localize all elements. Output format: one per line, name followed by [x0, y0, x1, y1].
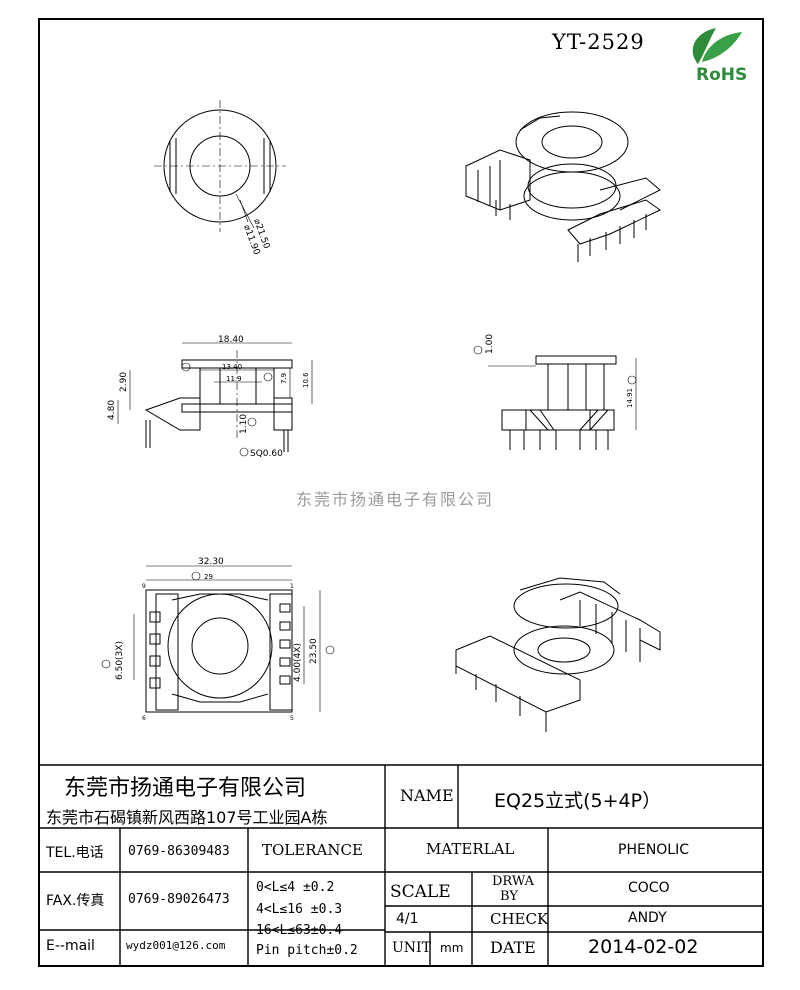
fax-label: FAX.传真: [46, 893, 105, 909]
pin-label-9: 9: [142, 583, 146, 590]
dim-bottom-height-2350: 23.50: [309, 638, 319, 664]
tolerance-line-4: Pin pitch±0.2: [256, 943, 358, 958]
tolerance-line-2: 4<L≤16 ±0.3: [256, 902, 343, 917]
dim-side-height-1491: 14.91: [626, 388, 634, 408]
name-label: NAME: [400, 786, 454, 805]
dim-front-pin-sq: SQ0.60: [250, 449, 283, 459]
unit-label: UNIT: [392, 940, 431, 956]
dim-bottom-width-overall: 32.30: [198, 557, 224, 567]
dim-front-width-overall: 18.40: [218, 335, 244, 345]
email-label: E--mail: [46, 938, 95, 954]
rohs-logo: RoHS: [692, 28, 747, 84]
isometric-view-top: [465, 111, 661, 262]
dim-front-left-290: 2.90: [119, 372, 129, 392]
pin-label-5: 5: [290, 715, 294, 722]
fax-value: 0769-89026473: [128, 892, 230, 907]
title-block-grid: [38, 764, 764, 967]
dim-side-top-100: 1.00: [485, 334, 495, 354]
material-value: PHENOLIC: [618, 842, 690, 858]
tel-label: TEL.电话: [46, 845, 104, 861]
dim-bottom-pitch-29: 29: [204, 573, 213, 581]
watermark: 东莞市扬通电子有限公司: [296, 490, 495, 509]
top-view: [154, 100, 286, 232]
tolerance-label: TOLERANCE: [262, 841, 363, 859]
scale-label: SCALE: [390, 882, 451, 902]
rohs-logo-text: RoHS: [696, 65, 747, 84]
dim-front-width-core: 11.9: [226, 375, 242, 383]
dim-bottom-pitch-400: 4.00(4X): [293, 643, 303, 682]
date-value: 2014-02-02: [588, 936, 699, 958]
pin-label-6: 6: [142, 715, 146, 722]
dim-front-left-480: 4.80: [107, 400, 117, 420]
front-view: [117, 342, 313, 457]
company-name: 东莞市扬通电子有限公司: [64, 776, 307, 801]
dim-front-height-106: 10.6: [302, 372, 310, 388]
side-view: [473, 345, 637, 450]
name-value: EQ25立式(5+4P）: [494, 790, 662, 812]
date-label: DATE: [490, 938, 536, 957]
tolerance-line-1: 0<L≤4 ±0.2: [256, 880, 335, 895]
drawing-frame: [38, 18, 764, 967]
email-value: wydz001@126.com: [126, 939, 226, 952]
pin-label-1: 1: [290, 583, 294, 590]
company-address: 东莞市石碣镇新风西路107号工业园A栋: [46, 808, 328, 827]
isometric-view-bottom: [455, 577, 661, 732]
dim-bottom-pitch-650: 6.50(3X): [115, 641, 125, 680]
dim-front-height-79: 7.9: [280, 373, 288, 384]
drawn-label-1: DRWA: [492, 874, 535, 889]
check-value: ANDY: [628, 910, 667, 926]
dim-front-width-inner: 13.40: [222, 363, 242, 371]
tel-value: 0769-86309483: [128, 844, 230, 859]
unit-value: mm: [440, 941, 464, 955]
material-label: MATERLAL: [426, 840, 515, 858]
drawn-value: COCO: [628, 880, 670, 896]
part-number: YT-2529: [552, 30, 645, 54]
scale-value: 4/1: [396, 911, 419, 927]
tolerance-line-3: 16<L≤63±0.4: [256, 923, 343, 938]
dim-front-bottom-110: 1.10: [239, 414, 249, 434]
check-label: CHECK: [490, 910, 549, 928]
drawn-label-2: BY: [500, 889, 518, 904]
bottom-view: [101, 565, 335, 713]
